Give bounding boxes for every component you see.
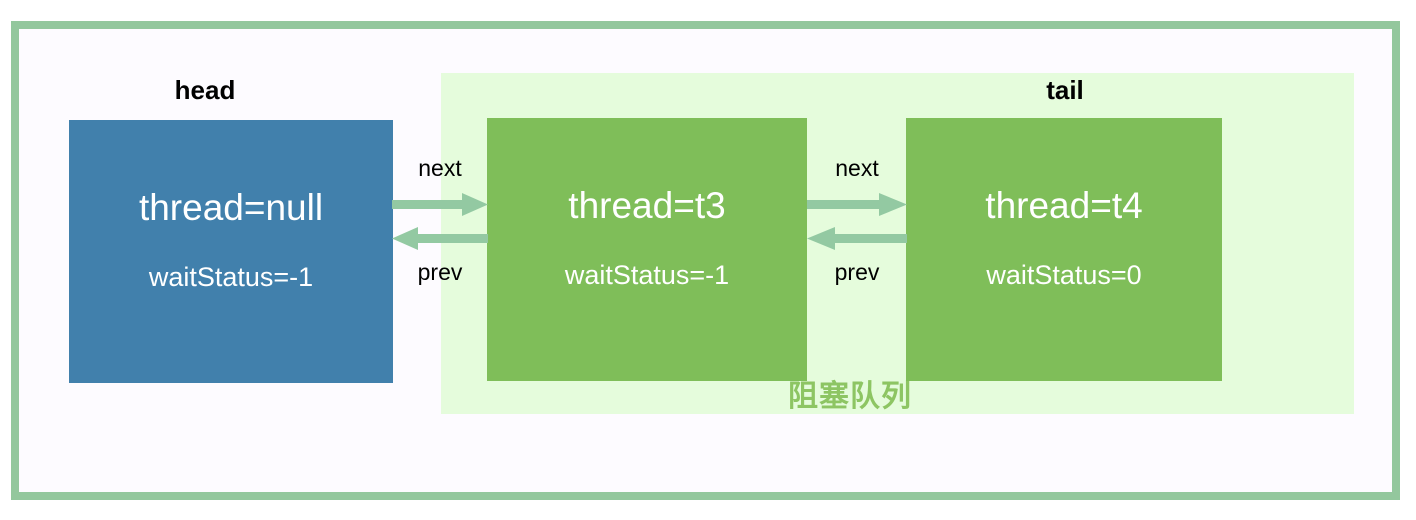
node-t3: thread=t3 waitStatus=-1 <box>487 118 807 381</box>
node-t3-thread: thread=t3 <box>568 185 726 226</box>
next-prev-arrow-pair-icon <box>392 193 488 250</box>
link-head-t3-next-label: next <box>418 155 462 181</box>
node-t4: thread=t4 waitStatus=0 <box>906 118 1222 381</box>
link-head-t3-prev-label: prev <box>417 259 463 285</box>
node-head: thread=null waitStatus=-1 <box>69 120 393 383</box>
tail-caption: tail <box>1046 75 1084 105</box>
node-t4-waitstatus: waitStatus=0 <box>986 260 1142 290</box>
next-prev-arrow-pair-icon <box>807 193 907 250</box>
link-t3-t4-prev-label: prev <box>834 259 880 285</box>
node-t4-thread: thread=t4 <box>985 185 1143 226</box>
head-caption: head <box>174 75 236 105</box>
link-head-t3: next prev <box>392 155 488 285</box>
link-t3-t4: next prev <box>807 155 907 285</box>
node-t3-waitstatus: waitStatus=-1 <box>564 260 730 290</box>
blocking-queue-caption: 阻塞队列 <box>788 380 912 413</box>
link-t3-t4-next-label: next <box>835 155 879 181</box>
node-head-thread: thread=null <box>138 187 324 228</box>
node-head-waitstatus: waitStatus=-1 <box>148 262 314 292</box>
